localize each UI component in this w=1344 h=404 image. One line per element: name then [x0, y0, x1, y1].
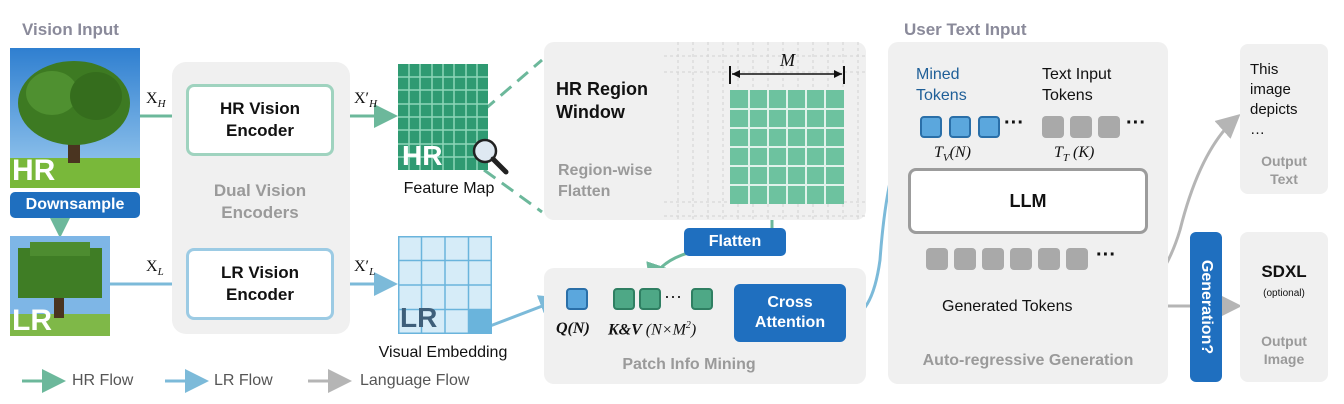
generated-token: [1066, 248, 1088, 270]
legend-lr-flow: LR Flow: [214, 372, 273, 389]
text-token: [1070, 116, 1092, 138]
patch-info-mining-title: Patch Info Mining: [622, 356, 756, 373]
downsample-label: Downsample: [10, 192, 140, 218]
text-token: [1098, 116, 1120, 138]
tt-label: TT (K): [1054, 144, 1095, 165]
mined-token: [978, 116, 1000, 138]
legend-hr-flow: HR Flow: [72, 372, 134, 389]
query-token: [566, 288, 588, 310]
lr-vision-encoder: LR Vision Encoder: [186, 248, 334, 320]
generated-token: [954, 248, 976, 270]
kv-label: K&V (N×M2): [608, 320, 697, 339]
kv-token: [613, 288, 635, 310]
magnifier-icon: [472, 138, 509, 175]
generated-token: [1010, 248, 1032, 270]
hr-vision-encoder: HR Vision Encoder: [186, 84, 334, 156]
feature-map-caption: Feature Map: [403, 180, 495, 197]
kv-token: [691, 288, 713, 310]
sdxl-optional-label: (optional): [1263, 288, 1305, 299]
lr-visual-embedding: LR: [398, 236, 492, 334]
legend-language-flow: Language Flow: [360, 372, 470, 389]
query-label: Q(N): [556, 320, 590, 337]
flatten-label: Flatten: [684, 228, 786, 256]
generated-token: [926, 248, 948, 270]
feature-map-tag: HR: [402, 140, 443, 171]
lr-image-tag: LR: [12, 304, 52, 336]
kv-ellipsis: ···: [664, 286, 682, 306]
m-label: M: [780, 50, 795, 70]
xp-l-label: X′L: [354, 258, 376, 279]
xp-h-label: X′H: [354, 90, 378, 111]
hr-feature-map: HR: [398, 64, 509, 175]
mined-token: [920, 116, 942, 138]
vision-input-title: Vision Input: [22, 20, 119, 39]
sdxl-label: SDXL: [1261, 262, 1307, 281]
generated-token: [982, 248, 1004, 270]
x-l-label: XL: [146, 258, 164, 279]
generated-tokens-label: Generated Tokens: [942, 298, 1073, 315]
hr-image-tag: HR: [12, 154, 56, 187]
hr-tree-image: HR: [10, 48, 140, 188]
mined-token: [949, 116, 971, 138]
text-tokens-ellipsis: ···: [1126, 112, 1146, 134]
text-token: [1042, 116, 1064, 138]
dual-encoders-title: Dual Vision Encoders: [213, 181, 307, 222]
x-h-label: XH: [146, 90, 166, 111]
kv-token: [639, 288, 661, 310]
visual-embedding-tag: LR: [400, 302, 438, 333]
generation-decision: Generation?: [1190, 232, 1222, 382]
generated-tokens-ellipsis: ···: [1096, 244, 1116, 266]
llm-block: LLM: [908, 168, 1148, 234]
user-text-input-title: User Text Input: [904, 20, 1027, 39]
autoregressive-title: Auto-regressive Generation: [922, 352, 1134, 369]
mined-tokens-ellipsis: ···: [1004, 112, 1024, 134]
visual-embedding-caption: Visual Embedding: [378, 344, 508, 361]
lr-tree-image: LR: [10, 236, 110, 336]
generated-token: [1038, 248, 1060, 270]
tv-label: TV(N): [934, 144, 971, 165]
